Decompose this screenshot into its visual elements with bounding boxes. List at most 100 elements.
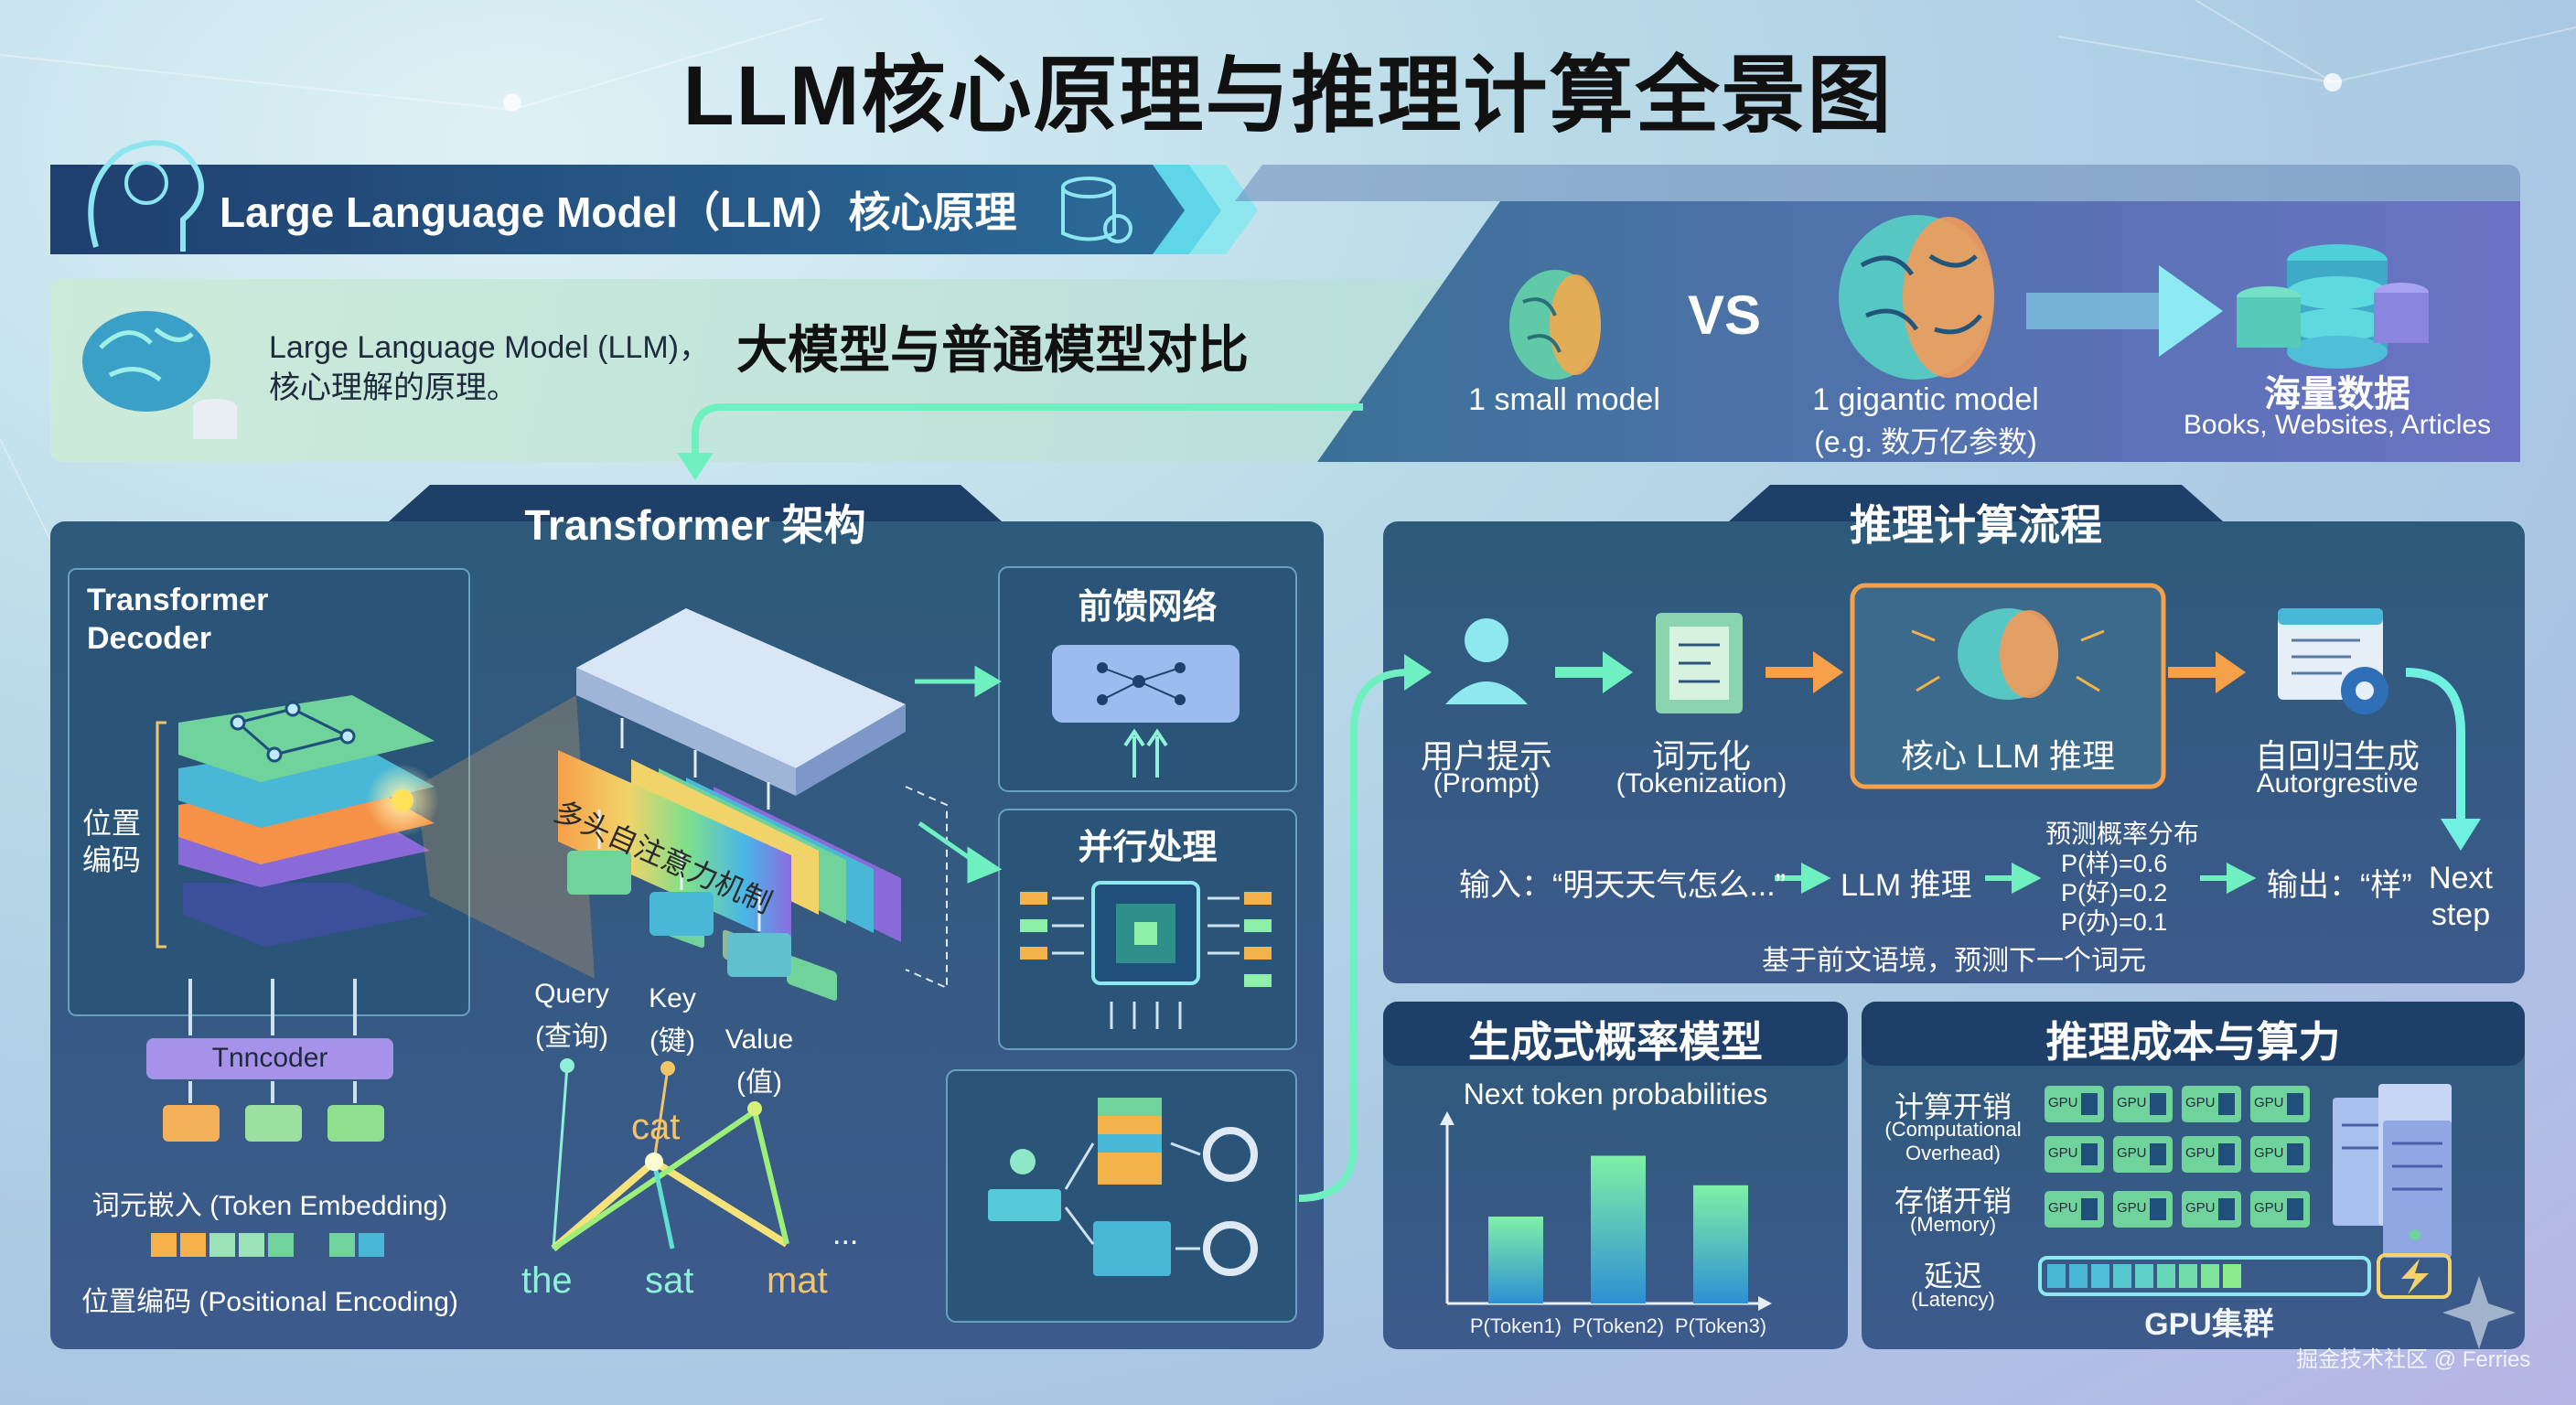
step-autoregressive-label: 自回归生成	[2254, 737, 2420, 775]
bar-1	[1488, 1217, 1543, 1303]
key-cn-label: (键)	[649, 1026, 695, 1056]
compute-en-label: (Computational Overhead)	[1884, 1118, 2022, 1164]
bar-2	[1591, 1155, 1646, 1303]
bar-3	[1693, 1185, 1748, 1303]
next-step-label: Next step	[2429, 861, 2493, 932]
gpu-chip-label: GPU	[2048, 1095, 2078, 1110]
gpu-chip-label: GPU	[2185, 1145, 2216, 1161]
prob-line-2: P(好)=0.2	[2061, 879, 2168, 906]
attention-layers	[558, 750, 901, 947]
data-sources: Books, Websites, Articles	[2183, 410, 2492, 440]
database-gear-icon	[1061, 177, 1132, 243]
cost-title: 推理成本与算力	[2045, 1018, 2341, 1066]
panel-connector-arrow	[1298, 669, 1410, 1202]
latency-bar-frame	[2038, 1256, 2371, 1296]
step-autoregressive-sub: Autorgrestive	[2256, 768, 2419, 799]
arrows-up	[188, 979, 357, 1103]
gpu-chip-label: GPU	[2117, 1095, 2147, 1110]
qkv-blocks	[567, 851, 791, 977]
transformer-title: Transformer 架构	[524, 501, 866, 549]
inference-caption: 基于前文语境，预测下一个词元	[1762, 946, 2146, 976]
step-core-label: 核心 LLM 推理	[1900, 737, 2116, 775]
gpu-chip-label: GPU	[2254, 1095, 2284, 1110]
probability-chart-title: Next token probabilities	[1463, 1078, 1768, 1110]
user-icon	[1445, 618, 1528, 704]
gpu-grid	[2045, 1086, 2310, 1228]
attention-to-modules-arrows	[915, 665, 1003, 884]
intro-text: Large Language Model (LLM)，核心理解的原理。	[269, 330, 710, 405]
small-brain-icon	[1509, 270, 1601, 380]
parallel-title: 并行处理	[1078, 829, 1218, 867]
sequence-arrows	[1775, 863, 2257, 894]
flow-arrows	[1555, 651, 2481, 851]
small-model-label: 1 small model	[1468, 382, 1660, 417]
background-network	[0, 0, 2576, 550]
memory-en-label: (Memory)	[1909, 1213, 1997, 1236]
decoder-stack	[178, 695, 435, 947]
gpu-chip-label: GPU	[2185, 1200, 2216, 1216]
word-mat: mat	[767, 1260, 828, 1301]
data-title: 海量数据	[2264, 374, 2410, 414]
projection-beam	[416, 695, 595, 979]
encoder-label: Tnncoder	[211, 1043, 328, 1073]
step-tokenize-label: 词元化	[1651, 737, 1751, 775]
value-cn-label: (值)	[736, 1067, 782, 1098]
document-icon	[1656, 613, 1743, 713]
gpu-cluster-label: GPU集群	[2144, 1307, 2274, 1342]
step-prompt-sub: (Prompt)	[1433, 768, 1540, 799]
bar-label-1: P(Token1)	[1470, 1314, 1562, 1337]
output-text: 输出：“样”	[2267, 868, 2412, 903]
vs-label: VS	[1688, 284, 1762, 346]
embedding-blocks	[163, 1105, 384, 1142]
autoregressive-icon	[2278, 608, 2388, 714]
llm-infer-text: LLM 推理	[1841, 868, 1972, 903]
qkv-arrows	[597, 718, 770, 931]
gpu-chip-label: GPU	[2048, 1200, 2078, 1216]
position-label: 位置编码	[82, 807, 142, 876]
banner-ribbon	[50, 165, 1258, 254]
memory-label: 存储开销	[1894, 1185, 2012, 1217]
step-tokenize-sub: (Tokenization)	[1615, 768, 1787, 799]
gpu-chip-label: GPU	[2254, 1145, 2284, 1161]
big-brain-icon	[1839, 215, 1994, 380]
positional-blocks	[151, 1233, 384, 1257]
gigantic-model-label: 1 gigantic model	[1812, 382, 2039, 417]
key-label: Key	[649, 983, 696, 1014]
probability-title: 生成式概率模型	[1468, 1018, 1763, 1066]
page-title: LLM核心原理与推理计算全景图	[682, 49, 1894, 143]
intro-brain-icon	[82, 311, 237, 439]
server-rack-icon	[2333, 1084, 2452, 1258]
word-sat: sat	[645, 1260, 694, 1301]
word-cat: cat	[631, 1107, 681, 1147]
word-the: the	[521, 1260, 573, 1301]
query-cn-label: (查询)	[535, 1022, 608, 1052]
gpu-chip-label: GPU	[2048, 1145, 2078, 1161]
encoder-bar	[146, 1038, 393, 1079]
query-label: Query	[534, 979, 609, 1009]
prob-line-3: P(办)=0.1	[2061, 908, 2168, 936]
token-embedding-label: 词元嵌入 (Token Embedding)	[91, 1191, 448, 1221]
word-graph	[551, 1058, 789, 1252]
data-flow-arrow	[2026, 265, 2223, 357]
gpu-chip-label: GPU	[2117, 1145, 2147, 1161]
core-brain-icon	[1911, 608, 2105, 700]
bar-label-3: P(Token3)	[1675, 1314, 1766, 1337]
prob-dist-title: 预测概率分布	[2045, 820, 2199, 848]
head-brain-icon	[88, 140, 204, 252]
compare-title: 大模型与普通模型对比	[736, 321, 1249, 379]
bar-label-2: P(Token2)	[1572, 1314, 1664, 1337]
positional-encoding-label: 位置编码 (Positional Encoding)	[81, 1287, 458, 1317]
connector-arrow	[692, 403, 1363, 462]
sparkle-icon	[2442, 1276, 2516, 1349]
feedforward-title: 前馈网络	[1078, 588, 1218, 627]
decoder-label: Transformer Decoder	[87, 583, 269, 656]
step-prompt-label: 用户提示	[1420, 737, 1552, 775]
gpu-chip-label: GPU	[2117, 1200, 2147, 1216]
compute-label: 计算开销	[1894, 1090, 2012, 1123]
inference-title: 推理计算流程	[1850, 501, 2102, 549]
deployment-icon	[988, 1098, 1258, 1276]
network-icon	[1052, 645, 1240, 778]
database-icon	[2237, 244, 2429, 369]
prob-line-1: P(样)=0.6	[2061, 850, 2168, 877]
